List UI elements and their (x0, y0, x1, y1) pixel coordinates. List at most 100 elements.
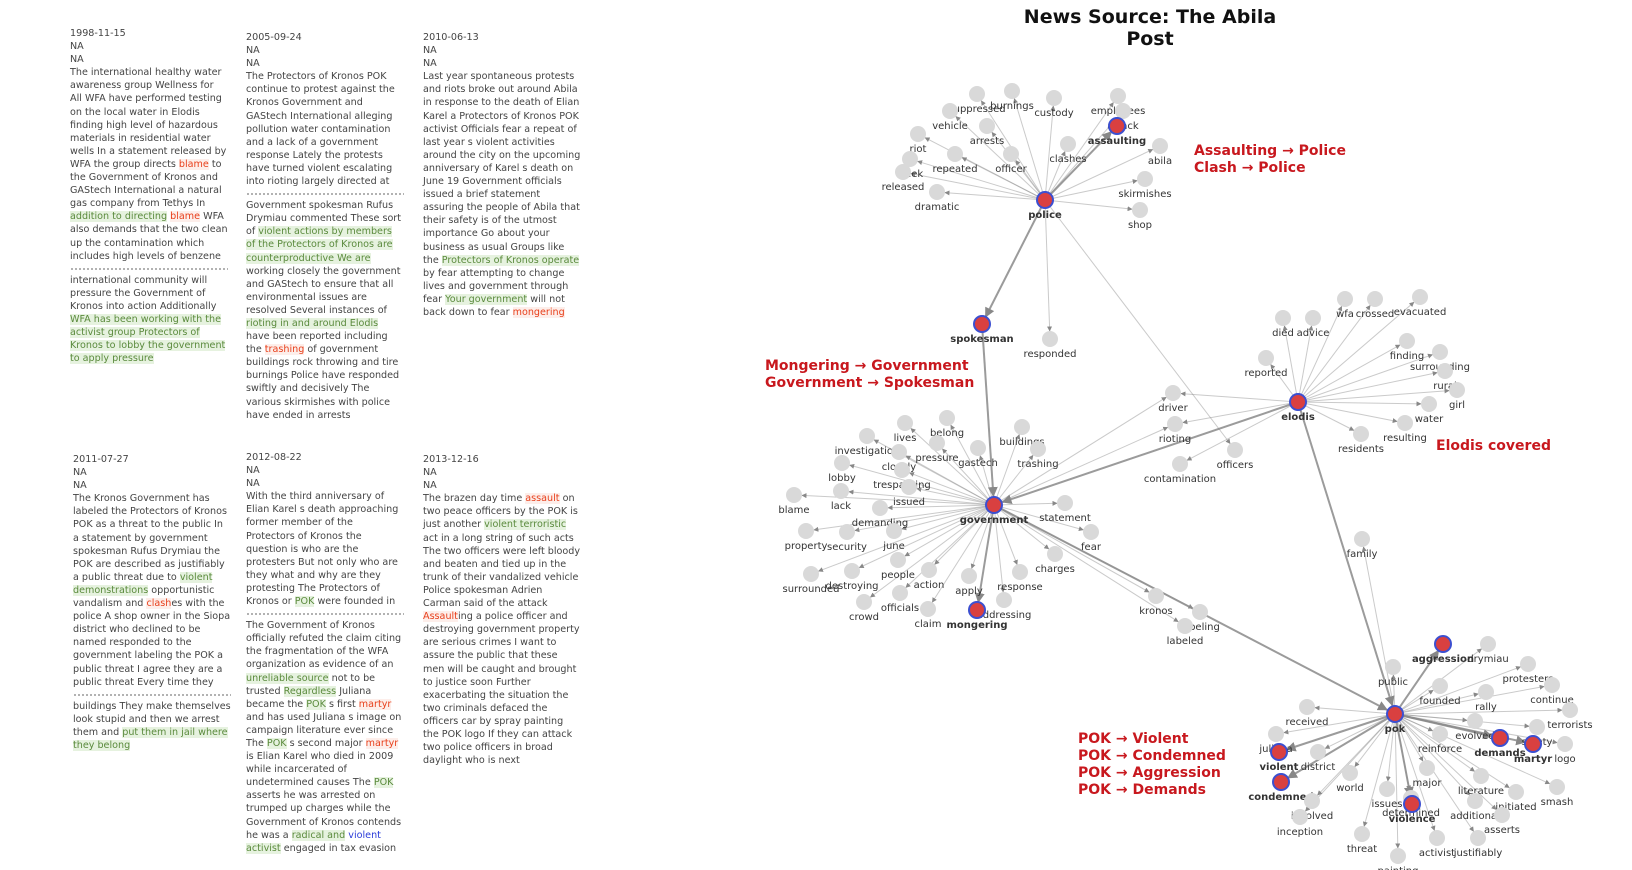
graph-node-involved[interactable]: involved (1291, 793, 1333, 822)
graph-node-vehicle[interactable]: vehicle (932, 103, 968, 132)
graph-node-spokesman[interactable]: spokesman (950, 315, 1014, 345)
node-circle[interactable] (897, 415, 913, 431)
graph-node-contamination[interactable]: contamination (1144, 456, 1216, 485)
node-circle[interactable] (844, 563, 860, 579)
node-circle[interactable] (939, 410, 955, 426)
graph-node-died[interactable]: died (1272, 310, 1294, 339)
graph-node-property[interactable]: property (785, 523, 828, 552)
node-circle[interactable] (1470, 830, 1486, 846)
graph-node-riot[interactable]: riot (910, 126, 927, 155)
node-circle[interactable] (1270, 743, 1288, 761)
node-circle[interactable] (1419, 760, 1435, 776)
graph-node-lack[interactable]: lack (831, 483, 851, 512)
node-circle[interactable] (1115, 103, 1131, 119)
graph-node-officer[interactable]: officer (995, 146, 1028, 175)
graph-node-addressing[interactable]: addressing (977, 592, 1032, 621)
graph-node-justifiably[interactable]: justifiably (1453, 830, 1503, 859)
node-circle[interactable] (1060, 136, 1076, 152)
node-circle[interactable] (1367, 291, 1383, 307)
graph-node-logo[interactable]: logo (1554, 736, 1576, 765)
node-circle[interactable] (1386, 705, 1404, 723)
graph-node-demanding[interactable]: demanding (852, 500, 909, 529)
node-circle[interactable] (1491, 729, 1509, 747)
graph-node-skirmishes[interactable]: skirmishes (1118, 171, 1172, 200)
graph-node-finding[interactable]: finding (1390, 333, 1424, 362)
graph-node-june[interactable]: june (882, 523, 905, 552)
node-circle[interactable] (1227, 442, 1243, 458)
node-circle[interactable] (1354, 826, 1370, 842)
graph-node-driver[interactable]: driver (1158, 385, 1189, 414)
node-circle[interactable] (839, 524, 855, 540)
graph-node-responded[interactable]: responded (1024, 331, 1077, 360)
graph-node-demands[interactable]: demands (1474, 729, 1526, 759)
graph-node-violent[interactable]: violent (1260, 743, 1299, 773)
graph-node-activist[interactable]: activist (1419, 830, 1455, 859)
graph-node-initiated[interactable]: initiated (1495, 784, 1537, 813)
node-circle[interactable] (890, 552, 906, 568)
graph-node-resulting[interactable]: resulting (1383, 415, 1427, 444)
node-circle[interactable] (872, 500, 888, 516)
graph-node-lives[interactable]: lives (894, 415, 917, 444)
node-circle[interactable] (1310, 744, 1326, 760)
graph-node-statement[interactable]: statement (1039, 495, 1091, 524)
node-circle[interactable] (895, 164, 911, 180)
node-circle[interactable] (1342, 765, 1358, 781)
graph-node-dramatic[interactable]: dramatic (915, 184, 960, 213)
node-circle[interactable] (1467, 793, 1483, 809)
node-circle[interactable] (1473, 768, 1489, 784)
node-circle[interactable] (1289, 393, 1307, 411)
node-circle[interactable] (1108, 117, 1126, 135)
graph-node-crossed[interactable]: crossed (1356, 291, 1394, 320)
graph-node-evacuated[interactable]: evacuated (1394, 289, 1447, 318)
graph-node-terrorists[interactable]: terrorists (1547, 702, 1593, 731)
node-circle[interactable] (1304, 793, 1320, 809)
node-circle[interactable] (1132, 202, 1148, 218)
node-circle[interactable] (1148, 588, 1164, 604)
node-circle[interactable] (1557, 736, 1573, 752)
node-circle[interactable] (1057, 495, 1073, 511)
graph-node-advice[interactable]: advice (1297, 310, 1330, 339)
node-circle[interactable] (1354, 531, 1370, 547)
graph-node-labeling[interactable]: labeling (1180, 604, 1220, 633)
graph-node-suppressed[interactable]: suppressed (948, 86, 1006, 115)
graph-node-burnings[interactable]: burnings (990, 83, 1034, 112)
graph-node-asserts[interactable]: asserts (1484, 807, 1520, 836)
node-circle[interactable] (1177, 618, 1193, 634)
node-circle[interactable] (1275, 310, 1291, 326)
node-circle[interactable] (1292, 809, 1308, 825)
node-circle[interactable] (1353, 426, 1369, 442)
graph-node-rural[interactable]: rural (1433, 363, 1457, 392)
graph-node-lobby[interactable]: lobby (828, 455, 856, 484)
graph-node-family[interactable]: family (1347, 531, 1378, 560)
node-circle[interactable] (1494, 807, 1510, 823)
graph-node-fear[interactable]: fear (1081, 524, 1102, 553)
node-circle[interactable] (1524, 735, 1542, 753)
graph-node-assaulting[interactable]: assaulting (1088, 117, 1146, 147)
node-circle[interactable] (1299, 699, 1315, 715)
node-circle[interactable] (970, 440, 986, 456)
node-circle[interactable] (1014, 419, 1030, 435)
graph-node-charges[interactable]: charges (1035, 546, 1075, 575)
graph-node-water[interactable]: water (1415, 396, 1444, 425)
node-circle[interactable] (1562, 702, 1578, 718)
graph-node-elodis[interactable]: elodis (1281, 393, 1315, 423)
node-circle[interactable] (892, 585, 908, 601)
graph-node-condemned[interactable]: condemned (1248, 773, 1314, 803)
node-circle[interactable] (1004, 83, 1020, 99)
graph-node-arrests[interactable]: arrests (970, 118, 1004, 147)
node-circle[interactable] (834, 455, 850, 471)
graph-node-world[interactable]: world (1336, 765, 1364, 794)
node-circle[interactable] (902, 151, 918, 167)
node-circle[interactable] (1403, 795, 1421, 813)
node-circle[interactable] (968, 601, 986, 619)
graph-node-repeated[interactable]: repeated (932, 146, 978, 175)
node-circle[interactable] (1421, 396, 1437, 412)
node-circle[interactable] (1012, 564, 1028, 580)
graph-node-founded[interactable]: founded (1419, 678, 1461, 707)
graph-node-trashing[interactable]: trashing (1017, 441, 1059, 470)
node-circle[interactable] (1434, 635, 1452, 653)
node-circle[interactable] (886, 523, 902, 539)
node-circle[interactable] (1467, 713, 1483, 729)
node-circle[interactable] (921, 562, 937, 578)
graph-node-shop[interactable]: shop (1128, 202, 1152, 231)
